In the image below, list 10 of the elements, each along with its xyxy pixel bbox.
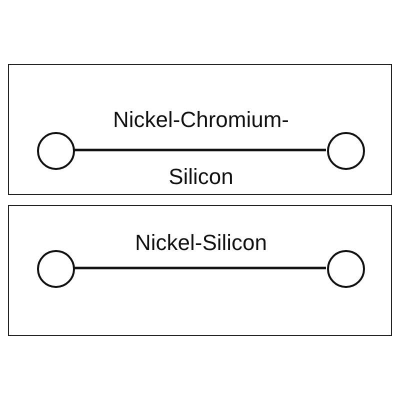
wire-label: Nickel-Chromium-Silicon bbox=[112, 106, 290, 191]
wire-line bbox=[74, 266, 326, 270]
terminal-circle bbox=[37, 250, 75, 288]
terminal-circle bbox=[327, 132, 365, 170]
terminal-circle bbox=[37, 132, 75, 170]
wire-panel bbox=[8, 205, 392, 336]
wire-panel bbox=[8, 64, 392, 195]
wire-line bbox=[74, 148, 326, 152]
terminal-circle bbox=[327, 250, 365, 288]
wire-label: Nickel-Silicon bbox=[134, 229, 268, 257]
